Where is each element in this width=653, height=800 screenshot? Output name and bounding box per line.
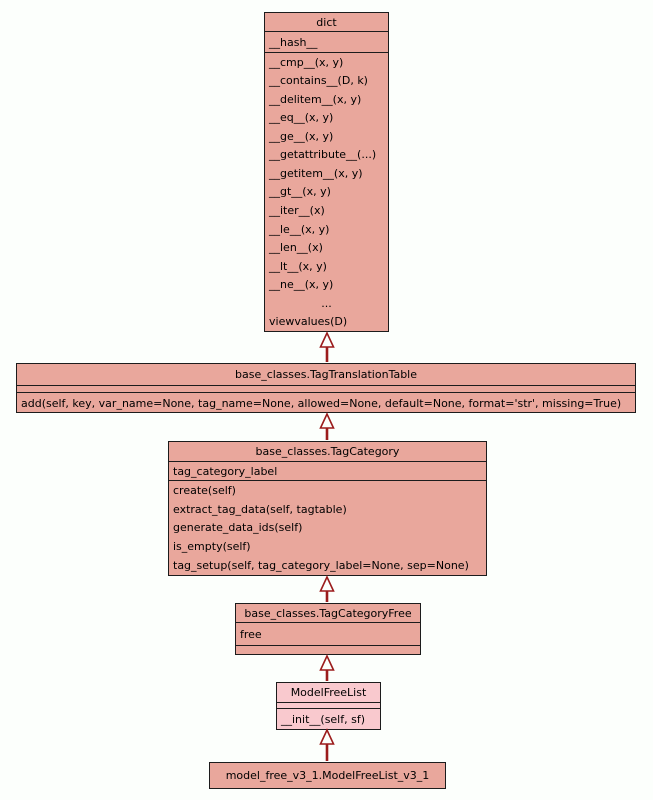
inheritance-arrowhead-icon xyxy=(319,412,335,429)
method-row: __getattribute__(...) xyxy=(269,148,377,162)
method-row: __init__(self, sf) xyxy=(281,712,366,726)
method-row: __contains__(D, k) xyxy=(269,74,368,88)
class-name: base_classes.TagCategoryFree xyxy=(236,604,420,623)
method-row: create(self) xyxy=(173,483,236,497)
method-row: __eq__(x, y) xyxy=(269,111,334,125)
method-row: __gt__(x, y) xyxy=(269,185,331,199)
class-box-modelfreelist[interactable]: ModelFreeList __init__(self, sf) xyxy=(276,682,381,730)
empty-attributes-compartment xyxy=(17,386,635,393)
attribute-row: tag_category_label xyxy=(173,464,278,478)
inheritance-arrowhead-icon xyxy=(319,654,335,671)
empty-methods-compartment xyxy=(236,646,420,654)
method-row: __iter__(x) xyxy=(269,204,325,218)
class-box-modelfreelist-v3-1[interactable]: model_free_v3_1.ModelFreeList_v3_1 xyxy=(209,762,446,789)
class-box-tagcategoryfree[interactable]: base_classes.TagCategoryFree free xyxy=(235,603,421,655)
inheritance-arrowhead-icon xyxy=(319,331,335,348)
method-row: extract_tag_data(self, tagtable) xyxy=(173,502,347,516)
method-row: __le__(x, y) xyxy=(269,222,330,236)
class-name: base_classes.TagTranslationTable xyxy=(17,364,635,386)
method-row: __getitem__(x, y) xyxy=(269,166,363,180)
method-row: __ne__(x, y) xyxy=(269,278,334,292)
method-row: tag_setup(self, tag_category_label=None,… xyxy=(173,559,469,573)
method-row: add(self, key, var_name=None, tag_name=N… xyxy=(21,396,622,410)
inheritance-arrowhead-icon xyxy=(319,728,335,745)
method-row: is_empty(self) xyxy=(173,540,251,554)
class-name: ModelFreeList xyxy=(277,683,380,703)
method-row: __delitem__(x, y) xyxy=(269,92,362,106)
method-row: __len__(x) xyxy=(269,241,323,255)
method-row: generate_data_ids(self) xyxy=(173,521,303,535)
empty-attributes-compartment xyxy=(277,703,380,709)
method-row: __lt__(x, y) xyxy=(269,259,327,273)
method-row: __cmp__(x, y) xyxy=(269,55,344,69)
attribute-row: free xyxy=(240,627,262,641)
class-box-tagcategory[interactable]: base_classes.TagCategory tag_category_la… xyxy=(168,441,487,576)
class-name: base_classes.TagCategory xyxy=(169,442,486,462)
attribute-row: __hash__ xyxy=(269,35,318,49)
ellipsis-row: ... xyxy=(321,296,332,310)
class-name: dict xyxy=(265,13,388,32)
class-name: model_free_v3_1.ModelFreeList_v3_1 xyxy=(225,769,430,782)
method-row: viewvalues(D) xyxy=(269,315,348,329)
class-box-tagtranslationtable[interactable]: base_classes.TagTranslationTable add(sel… xyxy=(16,363,636,413)
class-box-dict[interactable]: dict __hash__ __cmp__(x, y) __contains__… xyxy=(264,12,389,332)
method-row: __ge__(x, y) xyxy=(269,129,334,143)
inheritance-arrowhead-icon xyxy=(319,575,335,592)
